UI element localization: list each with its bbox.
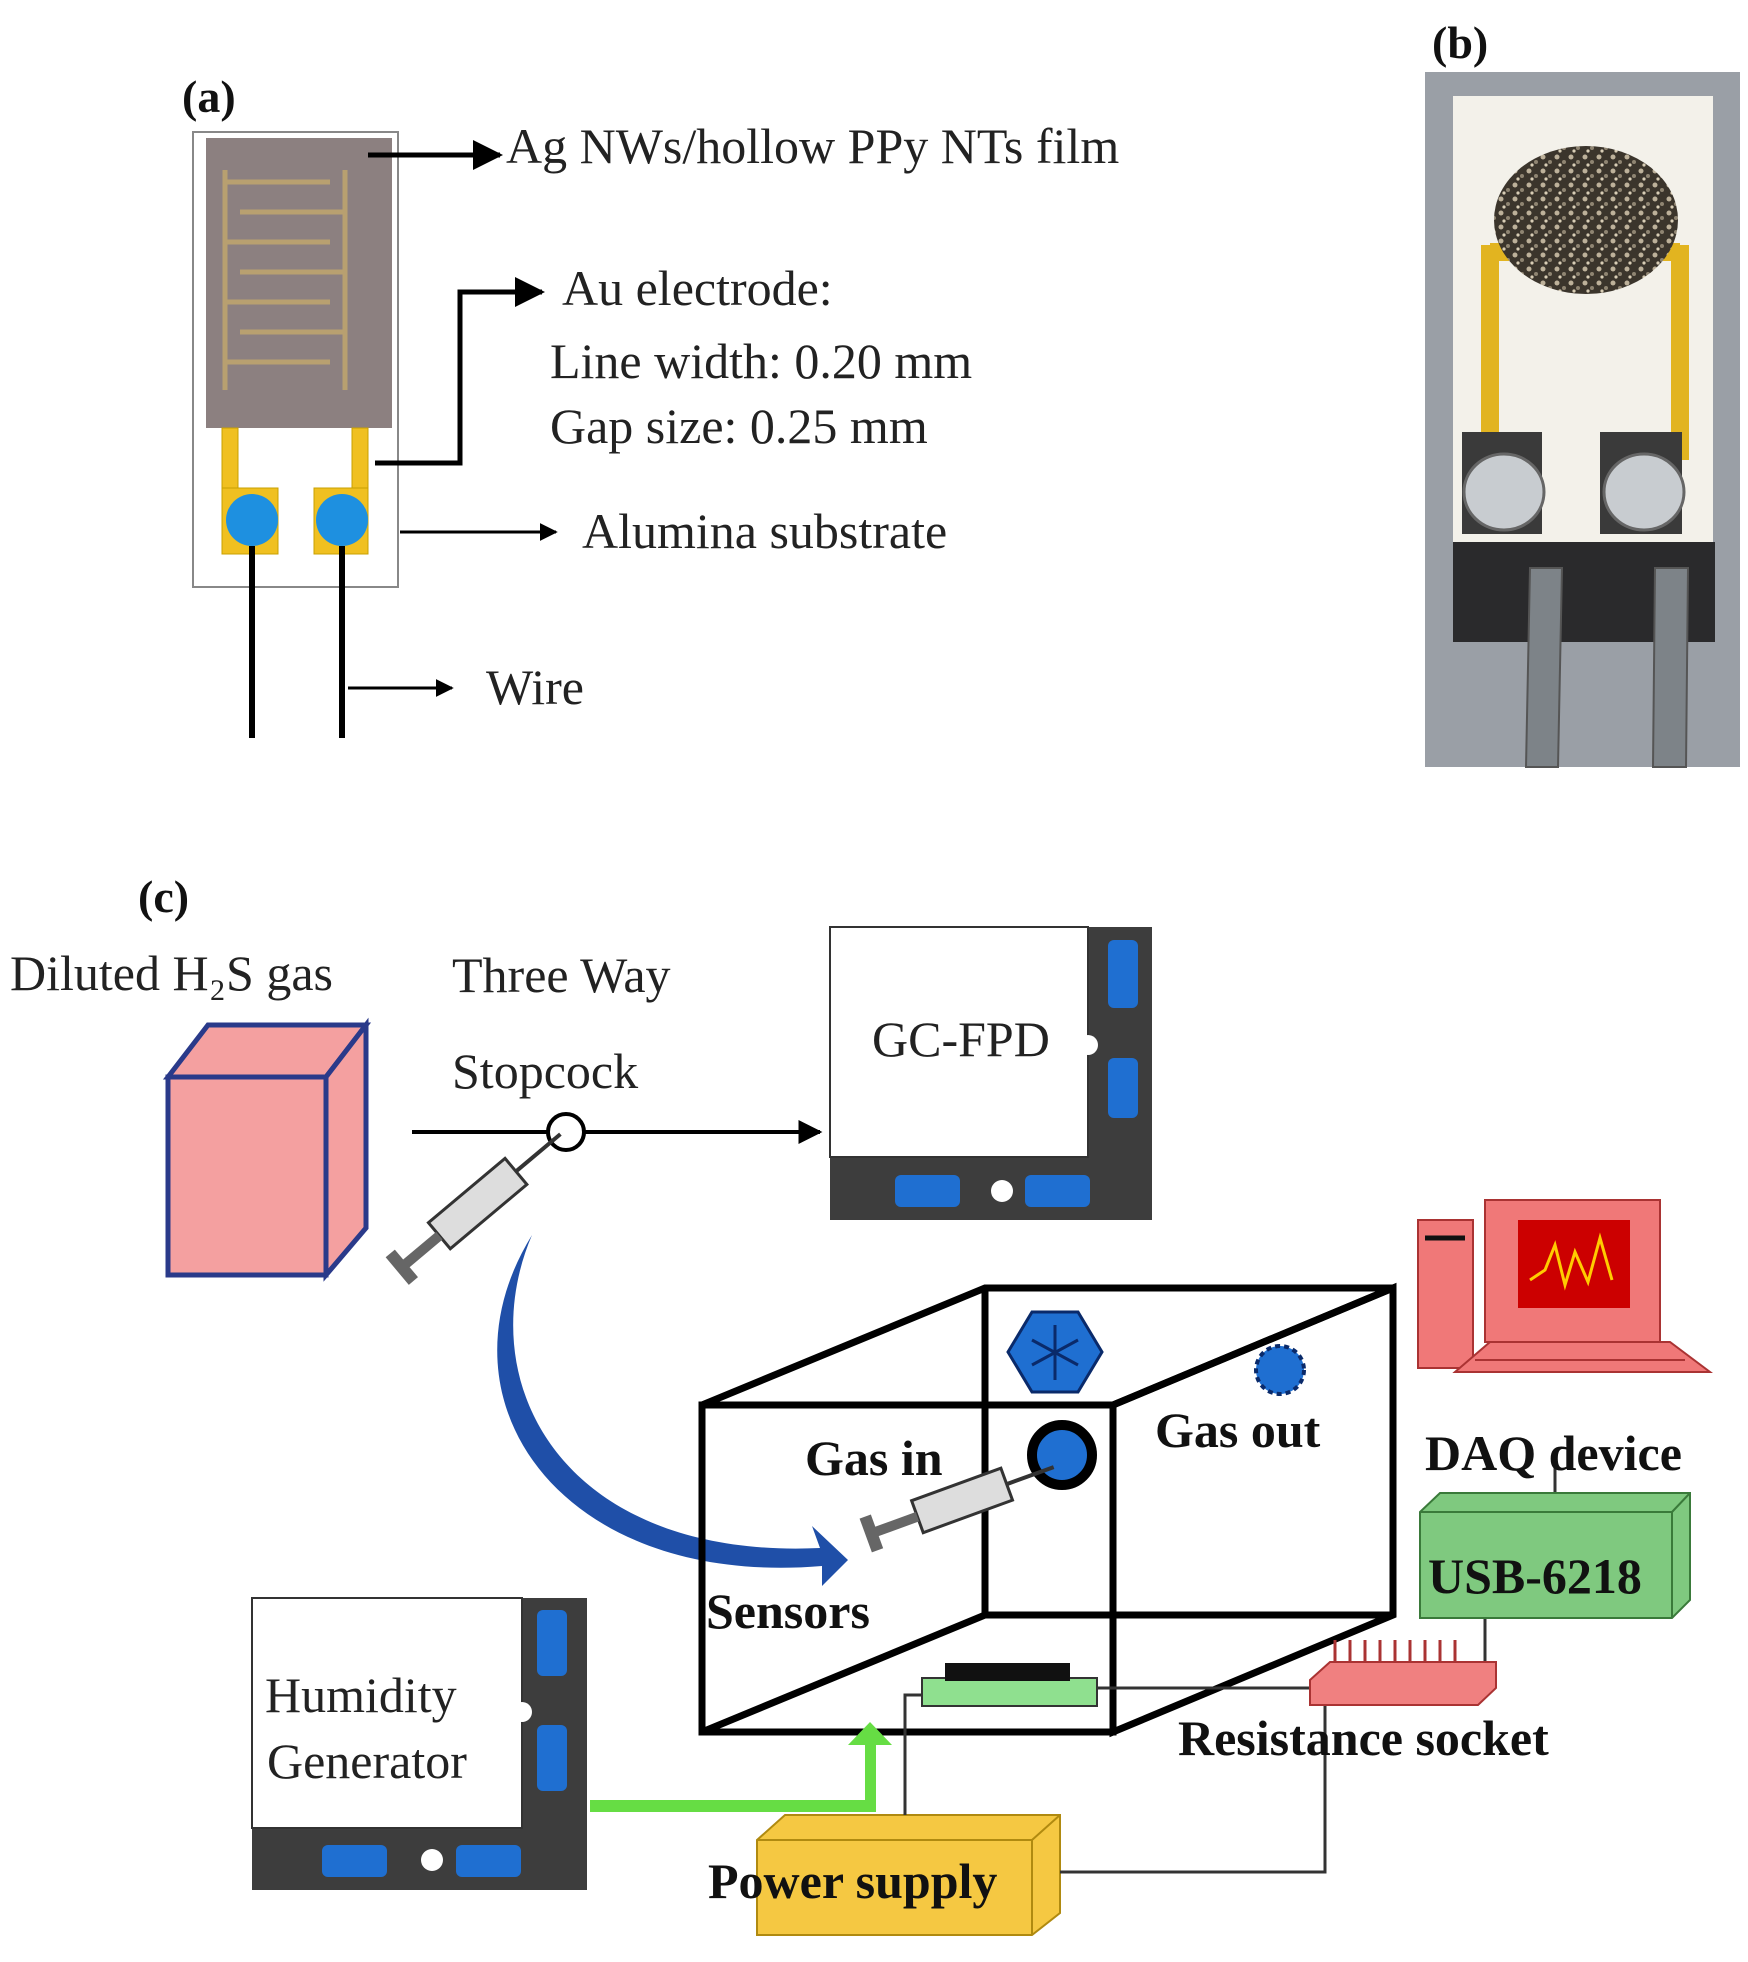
stopcock-valve (546, 1112, 586, 1152)
sensor-schematic (192, 131, 399, 738)
electrode-pointer-arrow (375, 277, 545, 466)
gas-out-port (1254, 1344, 1306, 1396)
photo-film (1494, 146, 1678, 294)
daq-label: DAQ device (1425, 1425, 1682, 1481)
panel-b: (b) (1425, 17, 1740, 768)
panel-c: (c) Diluted H₂S gas Three Way Stopcock (10, 871, 1713, 1936)
panel-b-label: (b) (1432, 17, 1488, 68)
panel-a: (a) Ag NWs/hollow PPy NTs film Au electr… (182, 71, 1119, 738)
stopcock-label-line1: Three Way (452, 947, 671, 1003)
daq-device: USB-6218 DAQ device (1419, 1425, 1691, 1619)
humidity-generator: Humidity Generator (251, 1597, 587, 1890)
humidity-label-line2: Generator (267, 1733, 467, 1789)
syringe-transfer-arrow (497, 1235, 848, 1586)
substrate-label: Alumina substrate (582, 503, 947, 559)
photo-pin-right (1651, 567, 1690, 768)
electrode-gap-size: Gap size: 0.25 mm (550, 398, 928, 454)
photo-gold-leads (1481, 243, 1689, 460)
resistance-socket-label: Resistance socket (1178, 1710, 1549, 1766)
h2s-gas-box (162, 1017, 372, 1282)
power-supply: Power supply (708, 1814, 1061, 1936)
computer-icon (1417, 1199, 1713, 1373)
gas-out-label: Gas out (1155, 1402, 1321, 1458)
solder-pad-right (316, 494, 368, 546)
sensor-photo (1425, 72, 1740, 768)
humidity-flow-arrow (590, 1722, 892, 1812)
usb-label: USB-6218 (1428, 1548, 1642, 1604)
interdigitated-electrode (222, 170, 348, 390)
gas-source-label: Diluted H₂S gas (10, 945, 333, 1001)
power-supply-label: Power supply (708, 1853, 997, 1909)
gc-fpd-instrument: GC-FPD (829, 926, 1152, 1220)
wire-label: Wire (486, 659, 584, 715)
panel-a-label: (a) (182, 71, 236, 122)
film-label: Ag NWs/hollow PPy NTs film (506, 118, 1119, 174)
sensing-film (206, 138, 392, 428)
fan-blades (1031, 1325, 1079, 1380)
sensor-board (921, 1677, 1098, 1707)
test-chamber (698, 1282, 1397, 1738)
gc-fpd-label: GC-FPD (872, 1011, 1050, 1067)
wiring (903, 1465, 1557, 1874)
gas-in-label: Gas in (805, 1430, 943, 1486)
sensor-array (945, 1663, 1070, 1681)
photo-solder-left (1462, 452, 1546, 532)
syringe-top (385, 1132, 562, 1285)
photo-pin-left (1524, 567, 1564, 768)
photo-solder-right (1602, 452, 1686, 532)
humidity-label-line1: Humidity (265, 1667, 457, 1723)
electrode-title: Au electrode: (562, 260, 833, 316)
syringe-inside (859, 1465, 1055, 1553)
solder-pad-left (226, 494, 278, 546)
electrode-line-width: Line width: 0.20 mm (550, 333, 972, 389)
sensors-label: Sensors (706, 1583, 870, 1639)
panel-c-label: (c) (138, 871, 189, 922)
gas-in-port (1027, 1420, 1097, 1490)
stopcock-label-line2: Stopcock (452, 1043, 638, 1099)
resistance-socket: Resistance socket (1178, 1640, 1549, 1766)
